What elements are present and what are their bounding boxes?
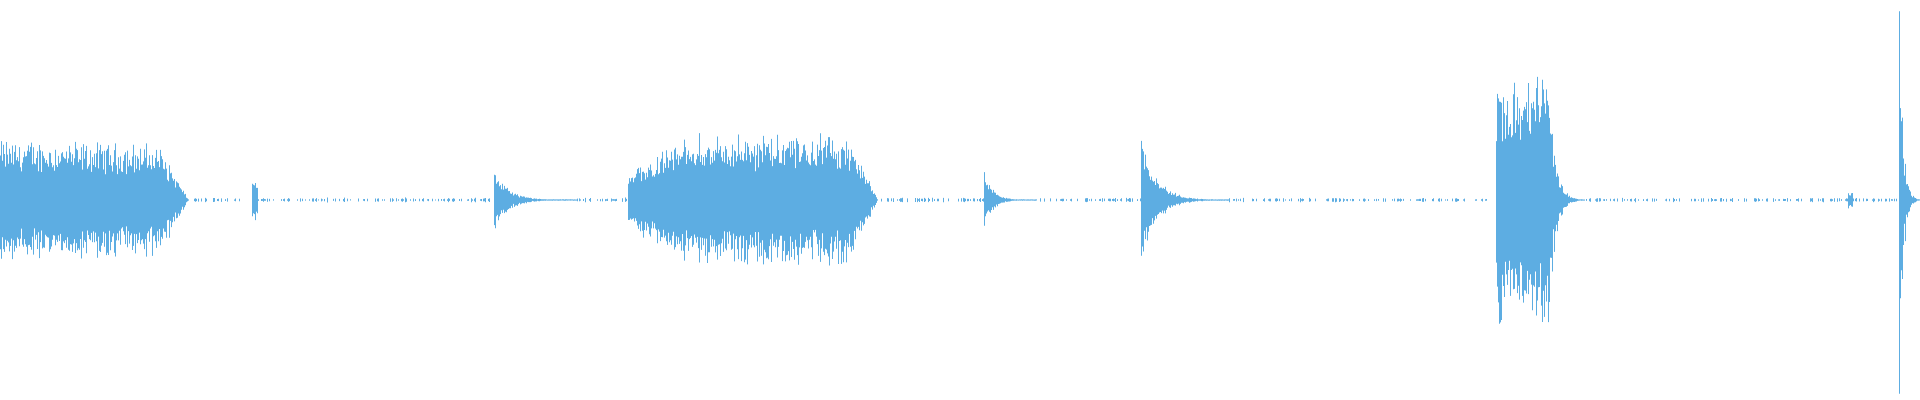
waveform-samples [0, 11, 1920, 394]
waveform-trace [0, 11, 1920, 394]
